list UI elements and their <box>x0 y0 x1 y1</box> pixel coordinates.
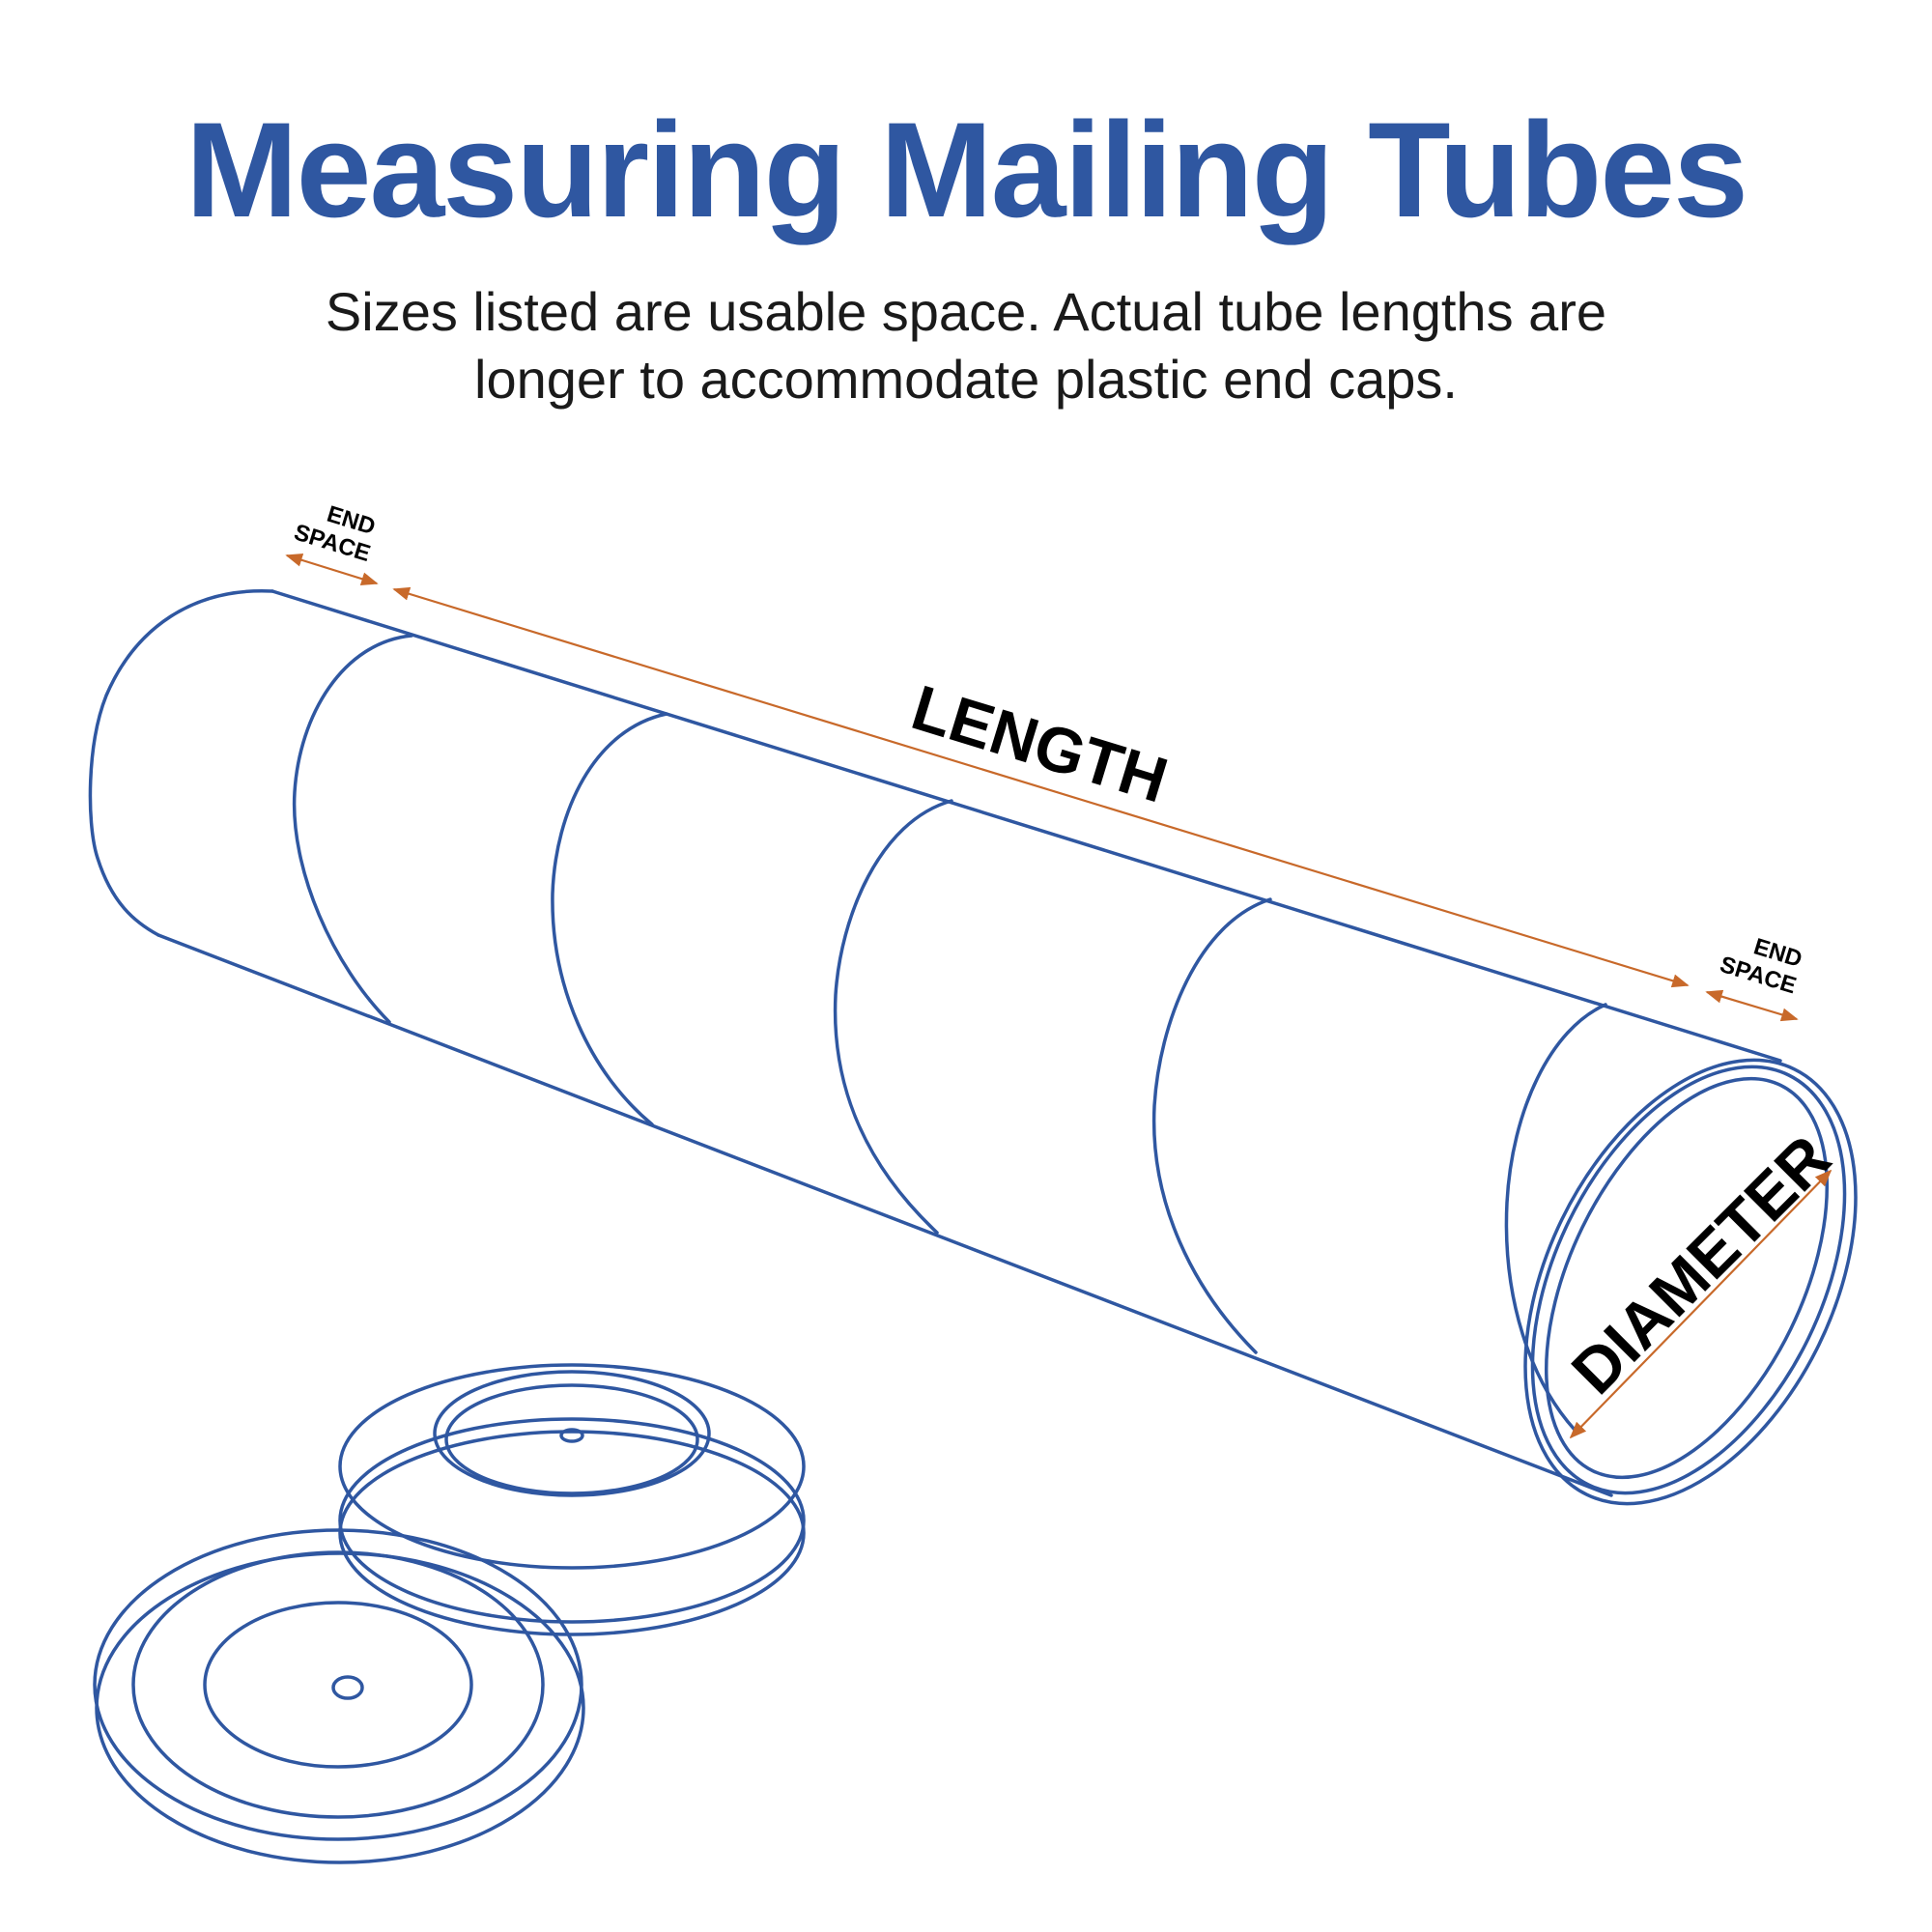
cap-front-rim-top <box>93 1528 583 1841</box>
end-space-left-arrow <box>285 553 379 586</box>
subtitle: Sizes listed are usable space. Actual tu… <box>0 278 1932 413</box>
end-space-right-label: END SPACE <box>1717 933 1804 999</box>
subtitle-line-2: longer to accommodate plastic end caps. <box>474 349 1458 410</box>
cap-back-recess-outer <box>433 1370 711 1497</box>
end-cap-icon <box>93 1363 806 1864</box>
diameter-arrow <box>1569 1169 1833 1439</box>
tube-band-1 <box>292 634 413 1024</box>
tube-bottom-edge <box>156 933 1613 1497</box>
tube-top-edge <box>270 589 1782 1063</box>
cap-front-inner-ring <box>131 1550 545 1819</box>
tube-band-5 <box>1504 1003 1607 1432</box>
diameter-label: DIAMETER <box>1558 1122 1844 1407</box>
length-arrow <box>392 586 1690 988</box>
cap-back-rim-bottom <box>338 1430 806 1636</box>
tube-left-end <box>88 589 274 937</box>
cap-front-recess <box>203 1601 473 1769</box>
page-title: Measuring Mailing Tubes <box>185 94 1748 245</box>
end-space-left-label: END SPACE <box>291 501 378 567</box>
end-space-right-arrow <box>1705 989 1799 1022</box>
cap-front-hole <box>331 1675 364 1700</box>
cap-back-rim-top <box>338 1363 806 1570</box>
tube-band-3 <box>833 799 953 1235</box>
subtitle-line-1: Sizes listed are usable space. Actual tu… <box>325 281 1607 342</box>
cap-back-recess-inner <box>444 1383 699 1495</box>
tube-band-2 <box>551 712 668 1126</box>
cap-back-rim-middle <box>338 1417 806 1624</box>
cap-back-hole <box>559 1428 584 1443</box>
tube-band-4 <box>1151 897 1272 1354</box>
length-label: LENGTH <box>904 671 1176 816</box>
